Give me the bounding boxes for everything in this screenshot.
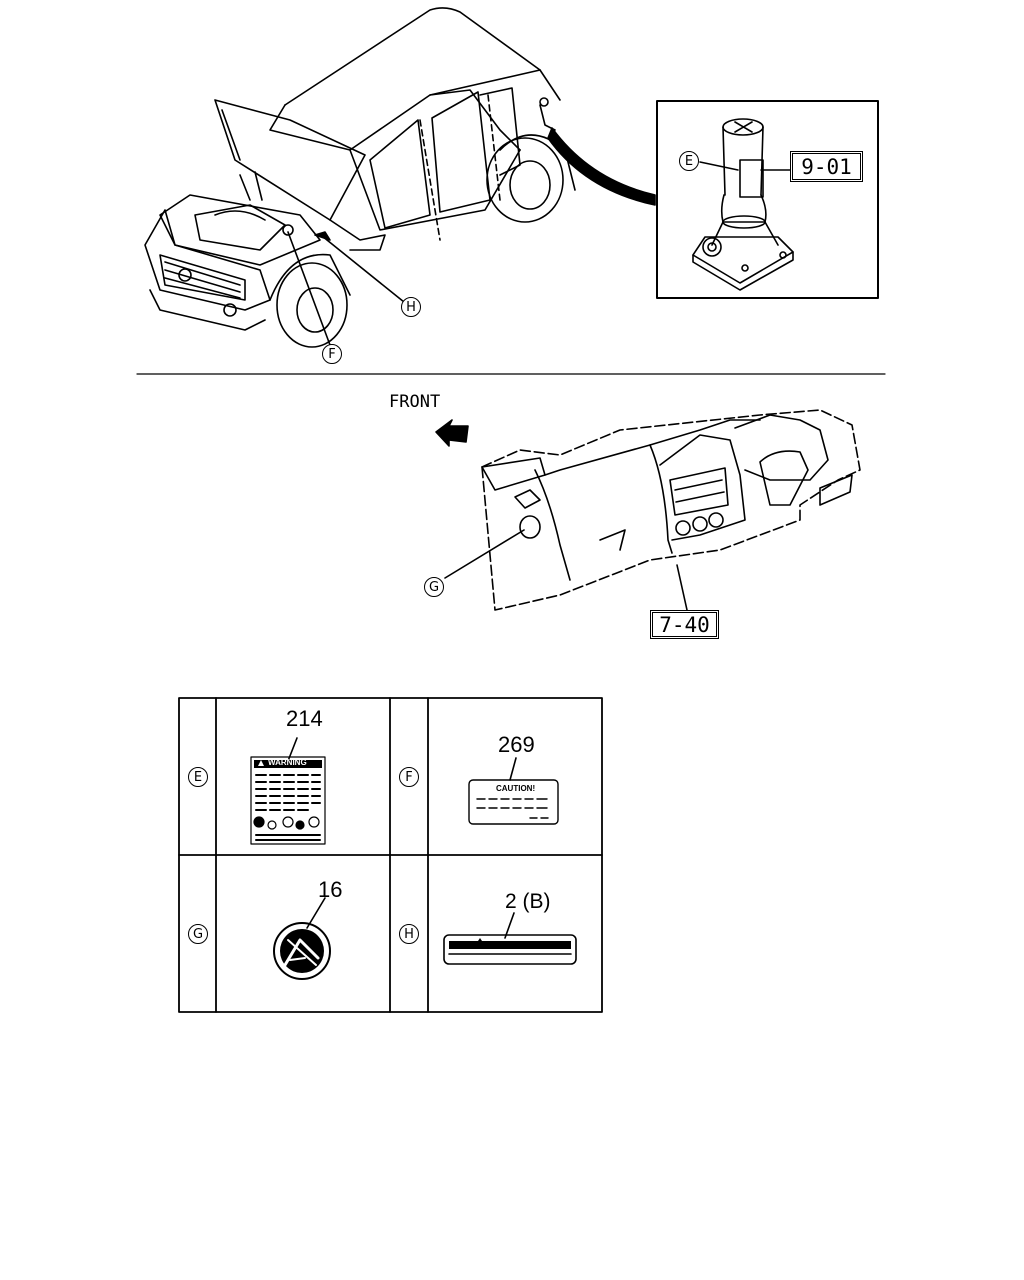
caution-label-269 bbox=[468, 779, 559, 825]
caution-label-text: CAUTION! bbox=[496, 784, 536, 793]
leader-line-7-40 bbox=[676, 564, 688, 611]
labels-table bbox=[178, 697, 603, 1013]
callout-h: H bbox=[401, 297, 421, 317]
ref-box-9-01-inner: 9-01 bbox=[792, 153, 861, 180]
inset-frame bbox=[656, 100, 879, 299]
leader-line-2b bbox=[504, 912, 515, 939]
part-number-16: 16 bbox=[318, 877, 343, 902]
callout-f: F bbox=[322, 344, 342, 364]
ref-box-7-40-inner: 7-40 bbox=[652, 612, 717, 637]
leader-line-e-inset bbox=[699, 161, 739, 171]
leader-line-g bbox=[444, 529, 525, 579]
part-number-269: 269 bbox=[498, 732, 535, 757]
leader-line-214 bbox=[287, 737, 298, 762]
part-number-214: 214 bbox=[286, 706, 323, 731]
warning-label-214 bbox=[250, 756, 326, 845]
jack-illustration bbox=[692, 118, 794, 291]
front-arrow bbox=[435, 419, 469, 447]
table-letter-g: G bbox=[188, 924, 208, 944]
leader-line-f bbox=[287, 231, 331, 346]
table-letter-f: F bbox=[399, 767, 419, 787]
vehicle-illustration bbox=[144, 7, 576, 348]
strip-label-2b bbox=[443, 934, 577, 965]
leader-line-h bbox=[321, 235, 405, 303]
callout-g: G bbox=[424, 577, 444, 597]
part-number-2b: 2 (B) bbox=[505, 890, 551, 913]
warning-label-text: WARNING bbox=[268, 758, 307, 767]
leader-line-16 bbox=[306, 897, 326, 929]
round-label-16 bbox=[273, 922, 331, 980]
leader-line-269 bbox=[509, 757, 517, 781]
table-letter-e: E bbox=[188, 767, 208, 787]
ref-box-9-01: 9-01 bbox=[790, 151, 863, 182]
front-label: FRONT bbox=[389, 392, 441, 412]
ref-box-7-40: 7-40 bbox=[650, 610, 719, 639]
callout-e: E bbox=[679, 151, 699, 171]
table-letter-h: H bbox=[399, 924, 419, 944]
inset-pointer bbox=[547, 127, 656, 206]
dashboard-illustration bbox=[481, 409, 861, 611]
